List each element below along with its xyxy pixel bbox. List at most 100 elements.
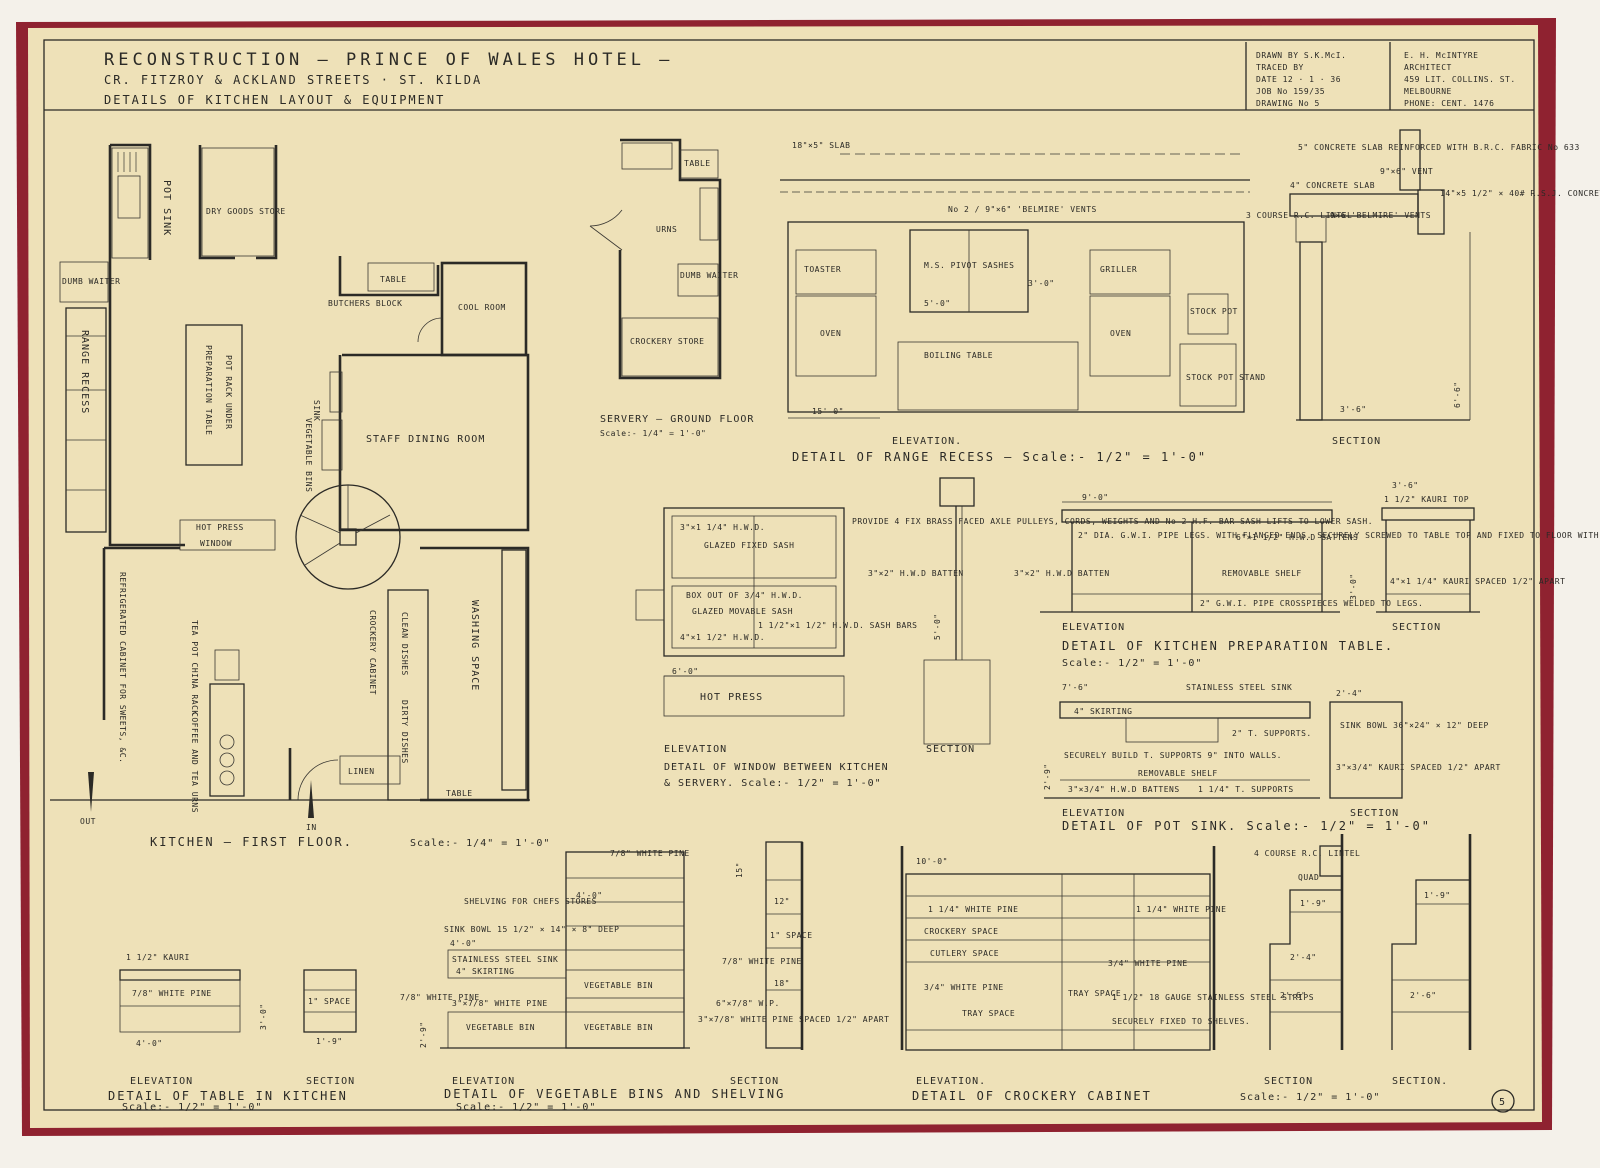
hot-press-label: HOT PRESS (196, 523, 244, 532)
architect-city: MELBOURNE (1404, 87, 1452, 96)
window-dim-height: 5'-0" (933, 613, 942, 640)
sink-elevation-label: ELEVATION (1062, 808, 1125, 819)
crockery-scale: Scale:- 1/2" = 1'-0" (1240, 1092, 1380, 1103)
cool-room-label: COOL ROOM (458, 303, 506, 312)
architect-name: E. H. McINTYRE (1404, 51, 1478, 60)
crockery-space: CROCKERY SPACE (924, 927, 998, 936)
section-slab-label: 5" CONCRETE SLAB REINFORCED WITH B.R.C. … (1298, 143, 1580, 152)
sink-kauri: 3"×3/4" KAURI SPACED 1/2" APART (1336, 763, 1501, 772)
griller-unit (1089, 249, 1171, 295)
traced-by: TRACED BY (1256, 63, 1304, 72)
window-sash-bars: 1 1/2"×1 1/2" H.W.D. SASH BARS (758, 621, 918, 630)
section-height-label: 6'-6" (1453, 381, 1462, 408)
section-vent-label: 9"×6" VENT (1380, 167, 1433, 176)
vegetable-bins-label: VEGETABLE BINS (304, 418, 313, 492)
crockery-strips: 1 1/2" 18 GAUGE STAINLESS STEEL STRIPS (1112, 993, 1314, 1002)
crockery-pine-3: 3/4" WHITE PINE (1108, 959, 1188, 968)
prep-height: 3'-0" (1349, 573, 1358, 600)
prep-table-detail: 9'-0" 2" DIA. G.W.I. PIPE LEGS. WITH FLA… (1014, 481, 1600, 669)
table-section-body (303, 969, 357, 1033)
washing-space-label: WASHING SPACE (469, 600, 480, 691)
preparation-table-label: PREPARATION TABLE (204, 345, 213, 435)
linen-label: LINEN (348, 767, 375, 776)
veg-pine-left: 7/8" WHITE PINE (400, 993, 480, 1002)
veg-caption: DETAIL OF VEGETABLE BINS AND SHELVING (444, 1087, 785, 1101)
crockery-sec2-dim-2: 2'-6" (1410, 991, 1437, 1000)
table-elevation-label: ELEVATION (130, 1076, 193, 1087)
sink-dim-length: 7'-6" (1062, 683, 1089, 692)
servery-table-label: TABLE (684, 159, 711, 168)
window-glazed-fixed: GLAZED FIXED SASH (704, 541, 794, 550)
drawn-by: DRAWN BY S.K.McI. (1256, 51, 1346, 60)
vegetable-bins (321, 419, 343, 471)
veg-bin-1: VEGETABLE BIN (584, 981, 653, 990)
pot-rack-label: POT RACK UNDER (224, 355, 233, 429)
section-depth-dim: 3'-6" (1340, 405, 1367, 414)
veg-sec-18: 18" (774, 979, 790, 988)
sink-stainless: STAINLESS STEEL SINK (1186, 683, 1292, 692)
sink-t-supports-2: 1 1/4" T. SUPPORTS (1198, 785, 1294, 794)
kitchen-plan-caption: KITCHEN — FIRST FLOOR. (150, 835, 353, 849)
window-dim-width: 6'-0" (672, 667, 699, 676)
dry-goods-store (201, 147, 275, 257)
prep-section-width: 3'-6" (1392, 481, 1419, 490)
section-wall-top (1399, 129, 1421, 191)
title-line-3: DETAILS OF KITCHEN LAYOUT & EQUIPMENT (104, 93, 445, 107)
in-arrow (308, 780, 314, 818)
range-recess-block (65, 307, 107, 533)
stock-pot-label: STOCK POT (1190, 307, 1238, 316)
cool-room (440, 261, 528, 357)
urn-1 (219, 734, 235, 750)
servery-caption: SERVERY — GROUND FLOOR (600, 414, 754, 425)
table-butchers (367, 262, 435, 292)
range-recess-label: RANGE RECESS (79, 330, 90, 414)
sink-bowl-elev (1125, 717, 1219, 743)
window-caption-2: & SERVERY. Scale:- 1/2" = 1'-0" (664, 778, 882, 789)
in-door-swing (297, 759, 339, 801)
urn-2 (219, 752, 235, 768)
servery-scale: Scale:- 1/4" = 1'-0" (600, 429, 706, 438)
sink-section-label: SECTION (1350, 808, 1399, 819)
refrigerated-cabinet-label: REFRIGERATED CABINET FOR SWEETS, &C. (118, 572, 127, 763)
pot-sink-fixture (111, 147, 149, 259)
prep-elevation-label: ELEVATION (1062, 622, 1125, 633)
range-vents-label: No 2 / 9"×6" 'BELMIRE' VENTS (948, 205, 1097, 214)
coffee-urns-label: COFFEE AND TEA URNS (190, 712, 199, 813)
tea-pot-label: TEA POT CHINA RACK (190, 620, 199, 716)
section-belmire-label: 9×6 'BELMIRE' VENTS (1330, 211, 1431, 220)
veg-bin-3: VEGETABLE BIN (584, 1023, 653, 1032)
servery-dumb-waiter (677, 263, 719, 297)
window-batten-label: 3"×2" H.W.D BATTEN (868, 569, 964, 578)
veg-bin-2: VEGETABLE BIN (466, 1023, 535, 1032)
veg-pine-fine: 3"×7/8" WHITE PINE (452, 999, 548, 1008)
veg-skirting: 4" SKIRTING (456, 967, 514, 976)
section-beam-label: 14"×5 1/2" × 40# R.S.J. CONCRETE ENCASED (1440, 189, 1600, 198)
veg-sec-12: 12" (774, 897, 790, 906)
crockery-cabinet-detail: 10'-0" 1 1/4" WHITE PINE 1 1/4" WHITE PI… (900, 834, 1472, 1103)
crockery-pine-1: 1 1/4" WHITE PINE (928, 905, 1018, 914)
range-recess-frame (787, 221, 1245, 413)
crockery-pine-2: 1 1/4" WHITE PINE (1136, 905, 1226, 914)
sheet-number-circle (1491, 1089, 1515, 1113)
lower-kitchen-walls (102, 546, 530, 802)
pot-sink-bowl (117, 175, 141, 219)
servery-sink (621, 142, 673, 170)
table-section-label: SECTION (306, 1076, 355, 1087)
washing-bench (501, 549, 527, 791)
sink-skirting: 4" SKIRTING (1074, 707, 1132, 716)
out-arrow (88, 772, 94, 812)
prep-table-top (1061, 509, 1333, 523)
crockery-cabinet-label: CROCKERY CABINET (368, 610, 377, 695)
kitchen-plan-scale: Scale:- 1/4" = 1'-0" (410, 838, 550, 849)
crockery-section-1-label: SECTION (1264, 1076, 1313, 1087)
stock-pot-stand (1179, 343, 1237, 407)
job-number: JOB No 159/35 (1256, 87, 1325, 96)
veg-sec-space: 1" SPACE (770, 931, 813, 940)
sheet-number: 5 (1499, 1097, 1506, 1108)
crockery-sec1-stepped (1269, 889, 1342, 1050)
sink-caption: DETAIL OF POT SINK. Scale:- 1/2" = 1'-0" (1062, 819, 1431, 833)
stair-tread-3 (304, 542, 341, 566)
table-butchers-label: TABLE (380, 275, 407, 284)
toaster-unit (795, 249, 877, 295)
urn-3 (219, 770, 235, 786)
